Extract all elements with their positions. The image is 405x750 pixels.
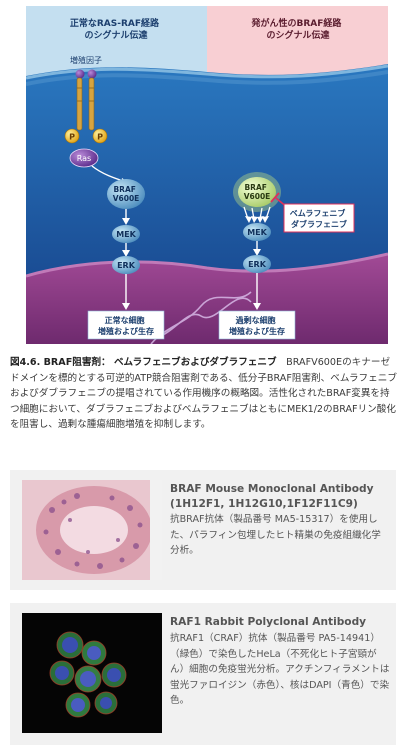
dna-icon <box>150 291 252 345</box>
caption-text: BRAFV600Eのキナーゼドメインを標的とする可逆的ATP競合阻害剤である、低… <box>10 357 397 430</box>
card-description: 抗BRAF抗体（製品番号 MA5-15317）を使用した、パラフィン包埋したヒト… <box>170 514 381 556</box>
braf-right-node: BRAF V600E <box>233 172 281 212</box>
oncogenic-panel-bg <box>207 6 388 76</box>
phosphate-right-icon: P <box>92 128 108 144</box>
growth-factor-label: 増殖因子 <box>70 55 102 65</box>
svg-text:Ras: Ras <box>77 154 91 163</box>
mek-right-node: MEK <box>243 223 271 241</box>
if-cell-image <box>22 613 162 733</box>
drug-label-box: ベムラフェニブ ダブラフェニブ <box>283 203 355 233</box>
erk-left-node: ERK <box>112 256 140 274</box>
svg-text:MEK: MEK <box>247 228 267 237</box>
svg-text:MEK: MEK <box>116 230 136 239</box>
braf-pathway-diagram: 正常なRAS-RAF経路 のシグナル伝達 発がん性のBRAF経路 のシグナル伝達… <box>25 6 389 345</box>
card-title: BRAF Mouse Monoclonal Antibody (1H12F1, … <box>170 483 374 510</box>
product-card-braf[interactable]: BRAF Mouse Monoclonal Antibody (1H12F1, … <box>10 470 396 590</box>
braf-left-node: BRAF V600E <box>107 179 145 209</box>
figure-caption: 図4.6. BRAF阻害剤： ベムラフェニブおよびダブラフェニブ BRAFV60… <box>10 355 398 433</box>
card-title: RAF1 Rabbit Polyclonal Antibody <box>170 616 367 628</box>
erk-right-node: ERK <box>243 255 271 273</box>
svg-text:P: P <box>69 133 75 142</box>
card-description: 抗RAF1（CRAF）抗体（製品番号 PA5-14941）（緑色）で染色したHe… <box>170 633 390 706</box>
product-card-raf1[interactable]: RAF1 Rabbit Polyclonal Antibody 抗RAF1（CR… <box>10 603 396 745</box>
svg-text:正常な細胞 増殖および生存: 正常な細胞 増殖および生存 <box>98 315 154 336</box>
excess-result-box: 過剰な細胞 増殖および生存 <box>218 310 296 340</box>
phosphate-left-icon: P <box>64 128 80 144</box>
oncogenic-panel-title: 発がん性のBRAF経路 のシグナル伝達 <box>250 17 344 41</box>
normal-panel-bg <box>26 6 207 76</box>
svg-text:ベムラフェニブ ダブラフェニブ: ベムラフェニブ ダブラフェニブ <box>290 208 348 229</box>
normal-panel-title: 正常なRAS-RAF経路 のシグナル伝達 <box>70 17 162 41</box>
svg-text:P: P <box>97 133 103 142</box>
figure-label: 図4.6. BRAF阻害剤： ベムラフェニブおよびダブラフェニブ <box>10 357 277 368</box>
pathway-illustration: 正常なRAS-RAF経路 のシグナル伝達 発がん性のBRAF経路 のシグナル伝達… <box>25 6 389 345</box>
mek-left-node: MEK <box>112 225 140 243</box>
ihc-tissue-image <box>22 480 162 580</box>
ras-node: Ras <box>69 148 99 168</box>
svg-text:ERK: ERK <box>117 261 136 270</box>
svg-text:ERK: ERK <box>248 260 267 269</box>
receptor-icon <box>75 69 97 131</box>
normal-result-box: 正常な細胞 増殖および生存 <box>87 310 165 340</box>
svg-text:過剰な細胞 増殖および生存: 過剰な細胞 増殖および生存 <box>229 315 285 336</box>
svg-text:BRAF V600E: BRAF V600E <box>244 183 271 201</box>
svg-text:BRAF V600E: BRAF V600E <box>113 185 140 203</box>
